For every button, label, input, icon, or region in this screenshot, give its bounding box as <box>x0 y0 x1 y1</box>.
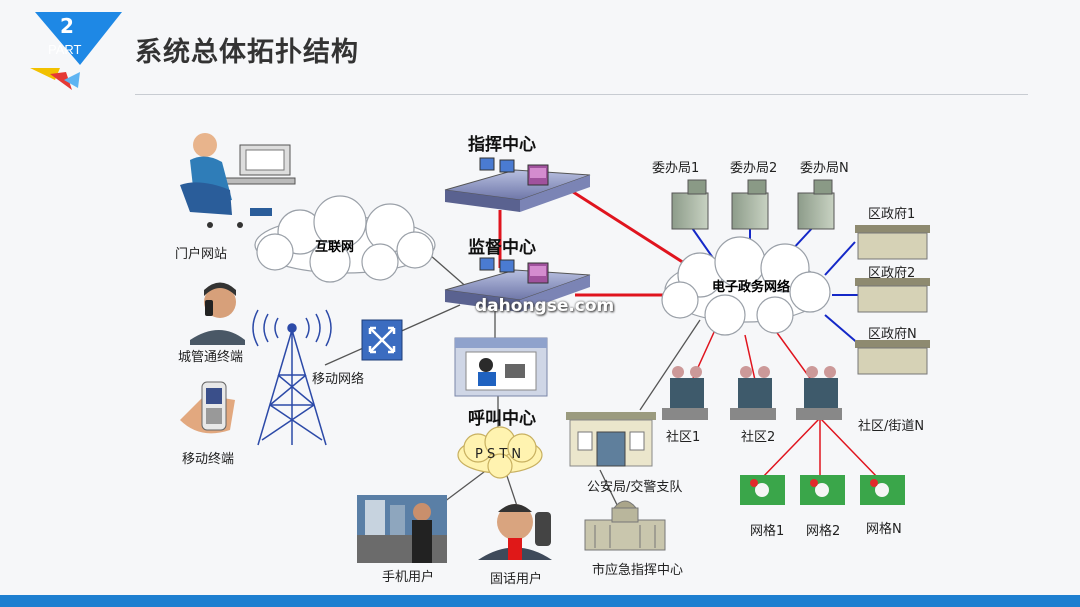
egov-cloud-icon <box>661 236 831 336</box>
internet-cloud-icon <box>254 195 436 283</box>
pstn-label: P S T N <box>475 447 522 462</box>
supervision-center-label: 监督中心 <box>468 238 536 258</box>
public-security-building-icon <box>566 412 656 467</box>
portal-operator-icon <box>180 133 296 228</box>
grid-n-label: 网格N <box>866 522 902 537</box>
call-center-icon <box>454 337 548 397</box>
title-divider <box>135 94 1028 95</box>
landline-user-icon <box>478 504 552 560</box>
city-terminal-user-icon <box>190 282 245 345</box>
section-number: 2 <box>60 14 74 38</box>
command-center-label: 指挥中心 <box>468 135 536 155</box>
call-center-label: 呼叫中心 <box>468 409 536 429</box>
city-terminal-label: 城管通终端 <box>178 350 244 365</box>
public-security-label: 公安局/交警支队 <box>587 480 683 495</box>
section-word: PART <box>48 42 82 57</box>
footer-bar <box>0 595 1080 607</box>
internet-label: 互联网 <box>315 240 355 255</box>
red-links-thin <box>689 329 881 481</box>
community-2-label: 社区2 <box>741 430 776 445</box>
mobile-network-label: 移动网络 <box>312 372 365 387</box>
bureau-building-icons <box>671 179 835 230</box>
command-platform-icon <box>444 157 591 212</box>
community-n-label: 社区/街道N <box>858 419 925 434</box>
bureau-2-label: 委办局2 <box>730 161 778 176</box>
district-building-icons <box>855 225 930 375</box>
grid-1-label: 网格1 <box>750 524 785 539</box>
landline-user-label: 固话用户 <box>490 572 543 587</box>
district-n-label: 区政府N <box>868 327 917 342</box>
portal-label: 门户网站 <box>175 247 228 262</box>
antenna-tower-icon <box>252 309 332 446</box>
part-badge-icon <box>30 12 122 90</box>
page-title: 系统总体拓扑结构 <box>135 37 359 68</box>
mobile-terminal-icon <box>180 381 235 434</box>
emergency-center-label: 市应急指挥中心 <box>592 563 684 578</box>
mobile-router-icon <box>361 319 403 361</box>
pstn-cloud-icon <box>457 426 543 479</box>
egov-network-label: 电子政务网络 <box>712 280 791 295</box>
grid-2-label: 网格2 <box>806 524 841 539</box>
bureau-n-label: 委办局N <box>800 161 849 176</box>
district-1-label: 区政府1 <box>868 207 916 222</box>
community-1-label: 社区1 <box>666 430 701 445</box>
emergency-center-icon <box>584 500 666 551</box>
bureau-1-label: 委办局1 <box>652 161 700 176</box>
watermark-text: dahongse.com <box>475 296 615 316</box>
community-group-icons <box>662 366 842 420</box>
mobile-user-photo <box>357 495 447 563</box>
red-links <box>498 188 696 297</box>
mobile-terminal-label: 移动终端 <box>182 452 235 467</box>
district-2-label: 区政府2 <box>868 266 916 281</box>
grid-map-icons <box>740 475 905 505</box>
supervision-platform-icon <box>444 257 591 312</box>
mobile-user-label: 手机用户 <box>382 570 435 585</box>
